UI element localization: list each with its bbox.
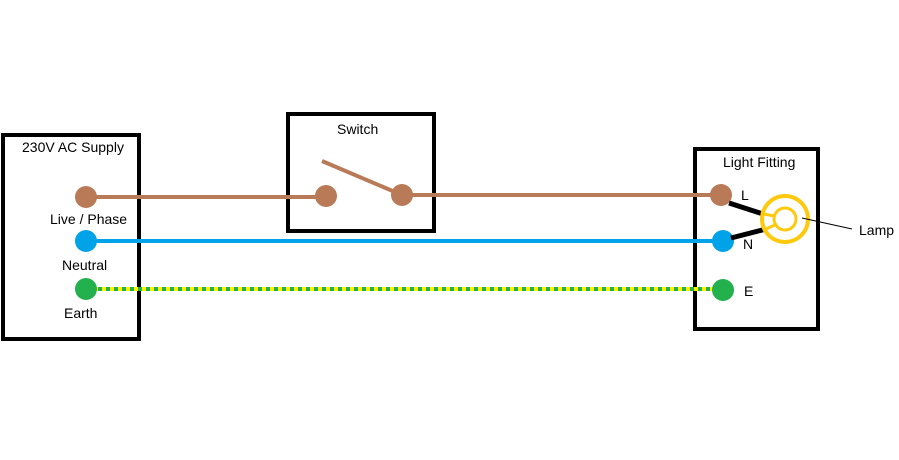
switch-terminal-out [391, 184, 413, 206]
supply-neutral-label: Neutral [62, 257, 108, 273]
switch-box-title: Switch [337, 121, 379, 137]
lamp-neutral-lead [730, 226, 767, 241]
lamp-pointer-line [801, 217, 853, 230]
fitting-live-terminal [710, 184, 732, 206]
lamp-live-lead [728, 200, 764, 217]
supply-neutral-terminal [75, 230, 97, 252]
fitting-neutral-label: N [743, 236, 754, 252]
supply-live-terminal [75, 186, 97, 208]
fitting-box-title: Light Fitting [723, 154, 796, 170]
supply-live-label: Live / Phase [50, 211, 128, 227]
supply-box [1, 133, 141, 341]
supply-earth-label: Earth [64, 305, 98, 321]
fitting-earth-label: E [744, 283, 754, 299]
lamp-icon [760, 194, 810, 244]
lamp-label: Lamp [859, 222, 895, 238]
fitting-live-label: L [741, 187, 749, 203]
switch-box [286, 112, 436, 233]
fitting-neutral-terminal [712, 230, 734, 252]
supply-earth-terminal [75, 278, 97, 300]
fitting-earth-terminal [712, 279, 734, 301]
switch-terminal-in [315, 185, 337, 207]
switch-lever [321, 159, 403, 197]
supply-box-title: 230V AC Supply [22, 139, 124, 155]
